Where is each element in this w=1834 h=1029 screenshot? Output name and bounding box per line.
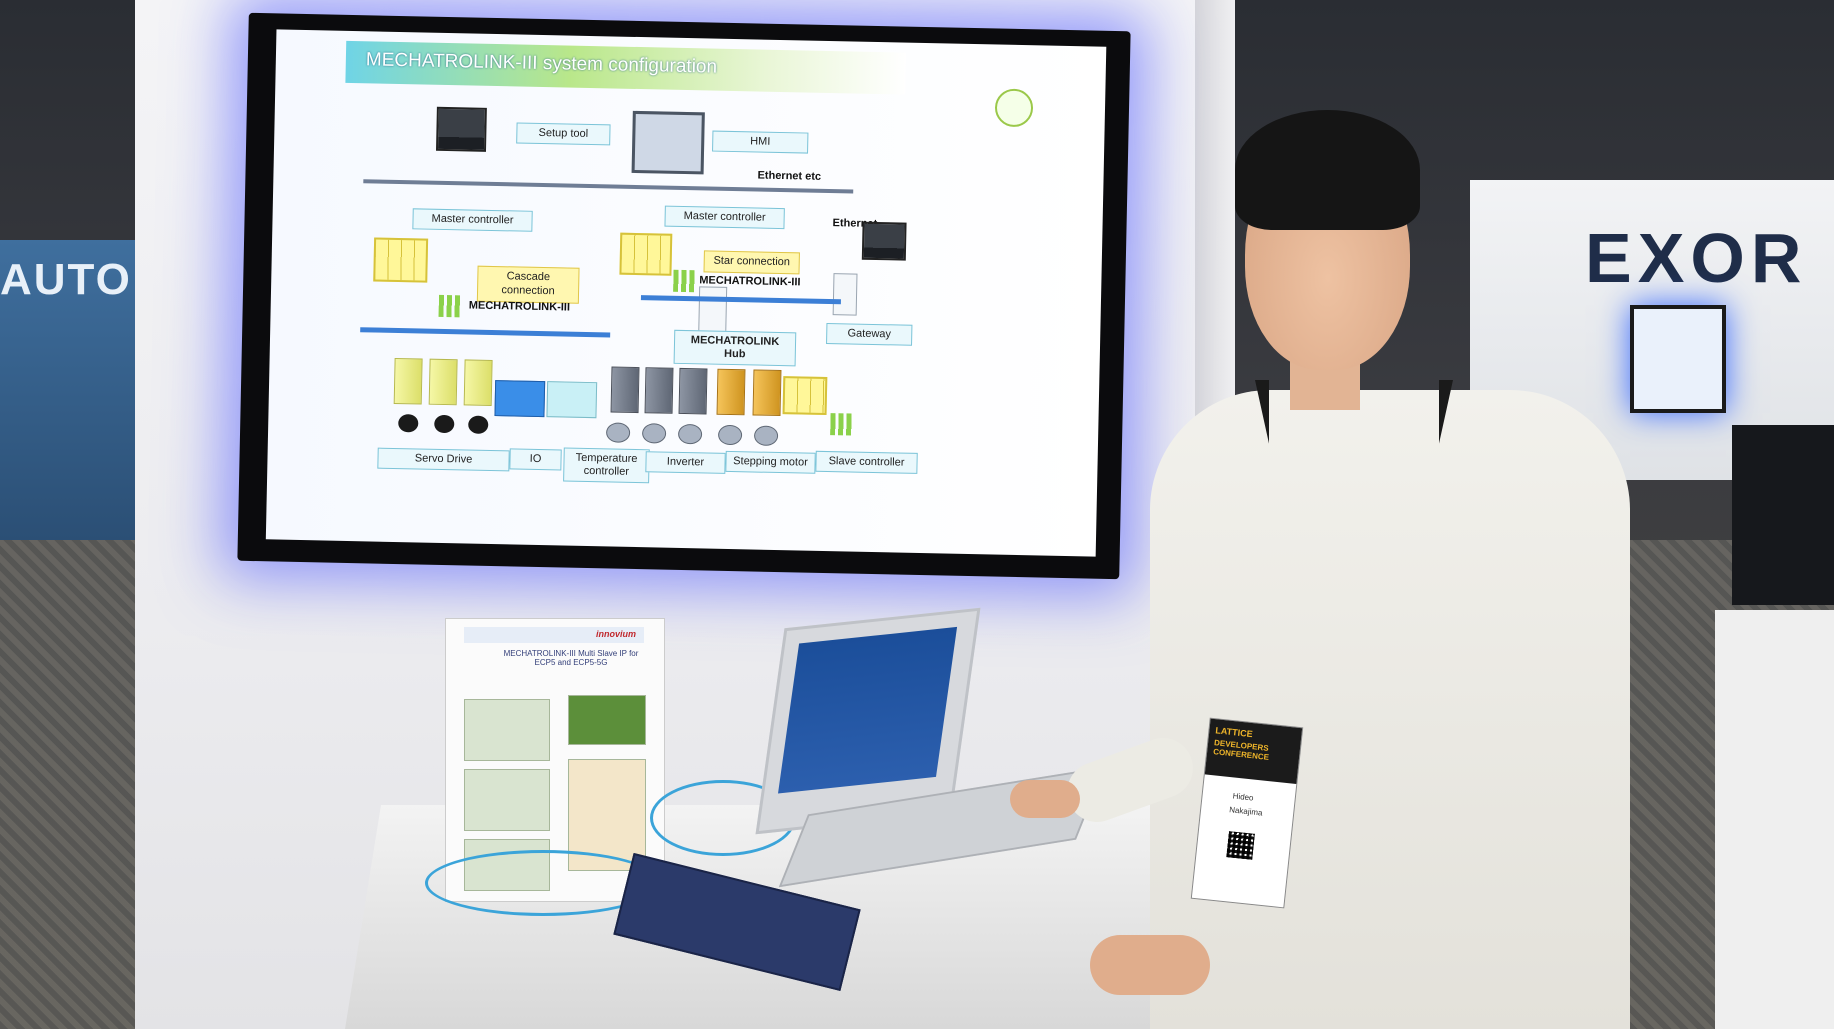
- cascade-bus-line: [360, 327, 611, 338]
- laptop-icon: [861, 221, 907, 261]
- poster-section: [464, 769, 550, 831]
- master-controller-right-label: Master controller: [664, 205, 785, 230]
- slave-controller-unit: [782, 376, 828, 416]
- induction-motor-icon: [605, 422, 631, 443]
- servo-motor-icon: [434, 414, 455, 434]
- servo-drive-unit: [463, 359, 493, 406]
- star-bus-line: [640, 295, 841, 305]
- tv-display: MECHATROLINK-III system configuration Se…: [237, 12, 1131, 580]
- poster-header-bar: [464, 627, 644, 643]
- poster-image: [568, 695, 646, 745]
- stepping-motor-icon: [753, 425, 779, 446]
- laptop-display: [778, 626, 958, 794]
- inverter-label: Inverter: [645, 451, 726, 475]
- mechatrolink-logo-icon: [994, 88, 1034, 128]
- hmi-label: HMI: [712, 130, 809, 154]
- mechatrolink-icon: [438, 294, 461, 318]
- person-shirt: [1150, 390, 1630, 1029]
- presentation-slide: MECHATROLINK-III system configuration Se…: [265, 29, 1107, 557]
- servo-drive-label: Servo Drive: [377, 447, 510, 472]
- setup-tool-label: Setup tool: [516, 122, 611, 146]
- conference-badge: LATTICE DEVELOPERS CONFERENCE Hideo Naka…: [1190, 717, 1304, 909]
- stepping-motor-driver-unit: [752, 369, 782, 417]
- badge-first-name: Hideo: [1232, 791, 1254, 803]
- hub-label: MECHATROLINK Hub: [673, 329, 797, 367]
- dark-monitor: [1732, 425, 1834, 605]
- stepping-motor-label: Stepping motor: [725, 450, 816, 474]
- left-booth-panel: [0, 240, 140, 540]
- hub-icon: [698, 286, 728, 335]
- badge-qr-code-icon: [1226, 831, 1255, 860]
- laptop-icon: [435, 106, 487, 152]
- stepping-motor-driver-unit: [716, 368, 746, 416]
- inverter-unit: [610, 366, 640, 414]
- star-connection-label: Star connection: [703, 250, 800, 275]
- poster-vendor-logo: innovium: [596, 629, 636, 639]
- person-hand: [1010, 780, 1080, 818]
- inverter-unit: [644, 367, 674, 414]
- person-hair: [1235, 110, 1420, 230]
- mechatrolink-left-label: MECHATROLINK-III: [468, 299, 571, 314]
- right-booth-sign: EXOR: [1585, 219, 1808, 297]
- booth-monitor: [1630, 305, 1726, 413]
- io-label: IO: [509, 448, 562, 471]
- master-controller-left-icon: [373, 237, 429, 283]
- inverter-unit: [678, 367, 708, 415]
- servo-motor-icon: [468, 415, 489, 434]
- servo-motor-icon: [398, 414, 419, 433]
- hmi-panel-icon: [631, 110, 705, 175]
- slave-controller-label: Slave controller: [815, 450, 918, 475]
- poster-section: [464, 699, 550, 761]
- poster-title: MECHATROLINK-III Multi Slave IP for ECP5…: [503, 649, 639, 667]
- io-unit: [494, 380, 546, 418]
- gateway-label: Gateway: [826, 322, 913, 346]
- left-booth-sign: AUTO: [0, 255, 132, 304]
- badge-last-name: Nakajima: [1228, 805, 1263, 818]
- display-pedestal: [1715, 610, 1834, 1029]
- servo-drive-unit: [428, 358, 458, 406]
- temperature-controller-label: Temperature controller: [563, 447, 650, 484]
- induction-motor-icon: [641, 423, 667, 444]
- cascade-connection-label: Cascade connection: [476, 265, 580, 304]
- ethernet-etc-label: Ethernet etc: [757, 169, 822, 183]
- servo-drive-unit: [393, 357, 423, 405]
- master-controller-right-icon: [619, 232, 673, 276]
- mechatrolink-icon: [673, 269, 696, 293]
- temperature-controller-unit: [546, 381, 598, 419]
- person-hand: [1090, 935, 1210, 995]
- master-controller-left-label: Master controller: [412, 208, 533, 232]
- mechatrolink-icon: [830, 413, 853, 436]
- gateway-icon: [832, 273, 858, 316]
- stepping-motor-icon: [717, 424, 743, 446]
- induction-motor-icon: [677, 423, 703, 445]
